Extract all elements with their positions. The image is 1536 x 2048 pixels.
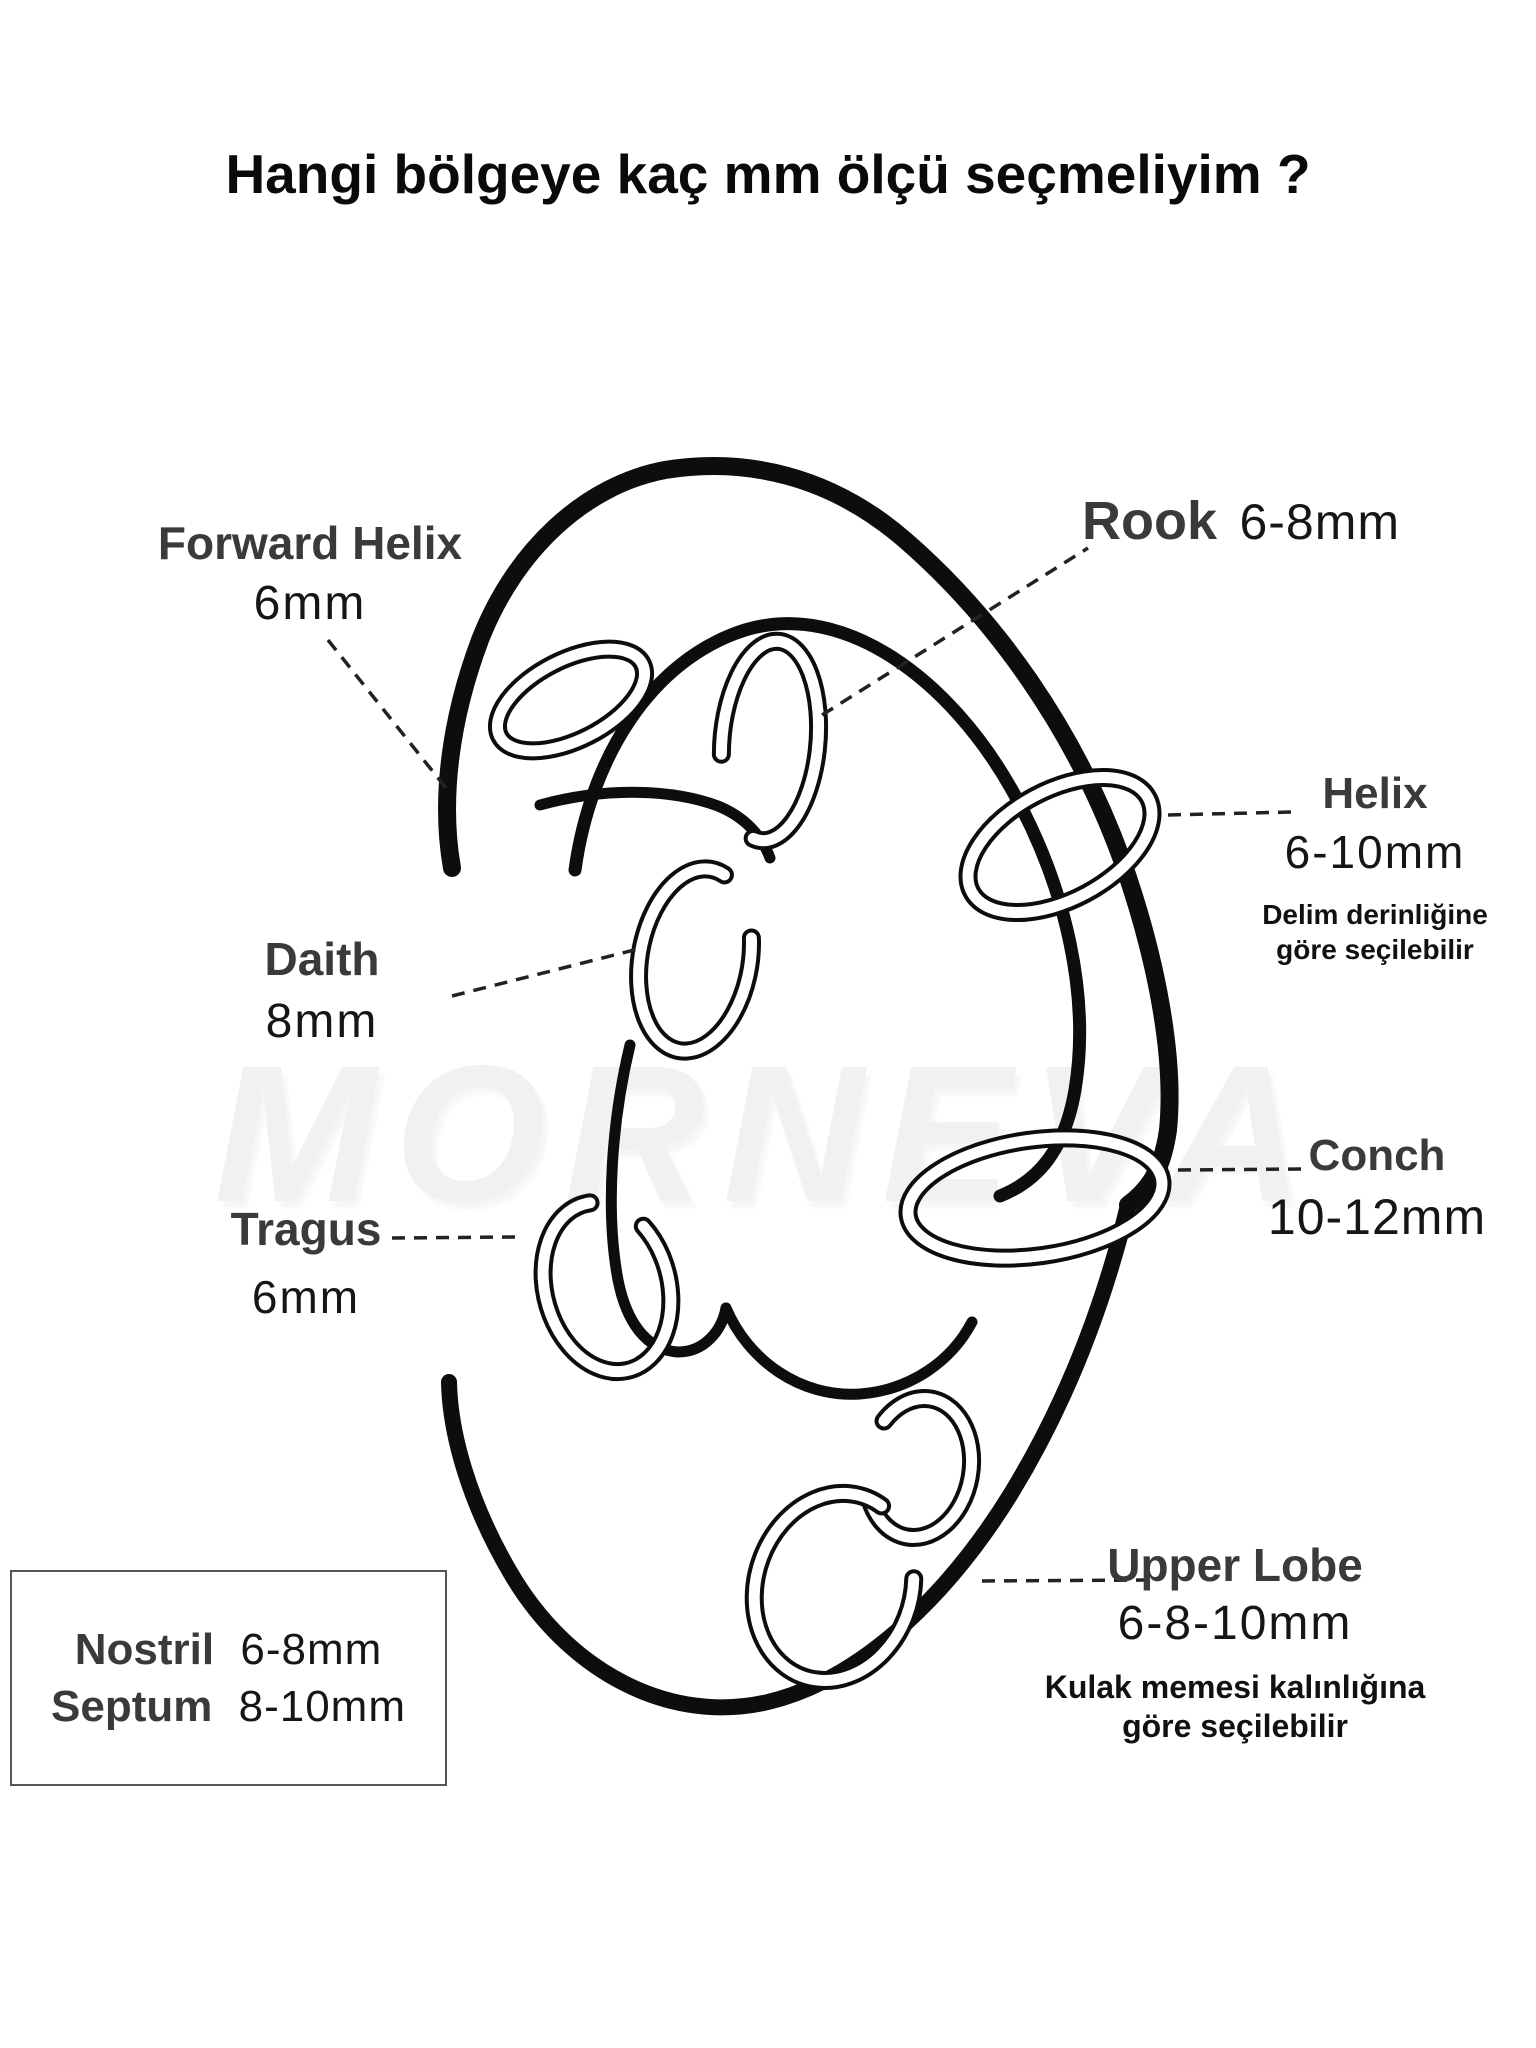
daith-size: 8mm [265, 995, 379, 1048]
rook-size: 6-8mm [1239, 494, 1401, 550]
ear-antitragus-line [720, 1302, 978, 1400]
ring-tragus [533, 1193, 681, 1382]
septum-size: 8-10mm [238, 1682, 406, 1731]
ear-outer-helix-outline [438, 457, 1179, 1214]
label-upper-lobe: Upper Lobe 6-8-10mm Kulak memesi kalınlı… [1030, 1542, 1440, 1746]
nostril-name: Nostril [74, 1625, 215, 1674]
ring-helix [958, 767, 1162, 923]
nostril-size: 6-8mm [240, 1625, 383, 1674]
label-forward-helix: Forward Helix 6mm [115, 520, 505, 628]
upper-lobe-name: Upper Lobe [1107, 1539, 1363, 1591]
tragus-size: 6mm [251, 1271, 361, 1323]
info-row-nostril: Nostril 6-8mm [75, 1621, 383, 1678]
label-conch: Conch 10-12mm [1218, 1131, 1536, 1245]
ring-daith [629, 859, 761, 1061]
ring-conch [898, 1128, 1172, 1268]
label-helix: Helix 6-10mm Delim derinliğine göre seçi… [1215, 772, 1535, 967]
conch-name: Conch [1308, 1131, 1446, 1180]
ear-inner-rim-line [568, 617, 1087, 1203]
upper-lobe-note-line2: göre seçilebilir [1122, 1708, 1348, 1744]
page-title: Hangi bölgeye kaç mm ölçü seçmeliyim ? [225, 143, 1311, 205]
ring-upper-lobe-large [744, 1483, 924, 1690]
nostril-septum-info-box: Nostril 6-8mm Septum 8-10mm [10, 1570, 447, 1786]
label-tragus: Tragus 6mm [116, 1206, 496, 1320]
helix-note-line2: göre seçilebilir [1276, 934, 1474, 965]
ear-lobe-outline [441, 1197, 1136, 1716]
ear-tragus-line [605, 1039, 732, 1358]
label-daith: Daith 8mm [132, 936, 512, 1046]
ring-rook [711, 631, 829, 851]
helix-note-line1: Delim derinliğine [1262, 899, 1488, 930]
ring-upper-lobe-small [860, 1389, 982, 1548]
info-row-septum: Septum 8-10mm [51, 1678, 406, 1735]
upper-lobe-note-line1: Kulak memesi kalınlığına [1044, 1669, 1426, 1705]
forward-helix-size: 6mm [253, 577, 367, 630]
leader-daith [451, 946, 643, 998]
leader-forward-helix [326, 638, 448, 790]
helix-name: Helix [1322, 769, 1428, 818]
daith-name: Daith [264, 933, 380, 985]
tragus-name: Tragus [230, 1203, 382, 1255]
septum-name: Septum [51, 1682, 213, 1731]
label-rook: Rook 6-8mm [1082, 494, 1400, 548]
rook-name: Rook [1082, 491, 1217, 551]
forward-helix-name: Forward Helix [157, 517, 463, 569]
ring-forward-helix [487, 639, 655, 761]
helix-size: 6-10mm [1284, 826, 1466, 878]
conch-size: 10-12mm [1267, 1189, 1487, 1245]
leader-rook [821, 546, 1089, 717]
leader-upper-lobe [981, 1578, 1151, 1583]
upper-lobe-size: 6-8-10mm [1117, 1597, 1353, 1650]
